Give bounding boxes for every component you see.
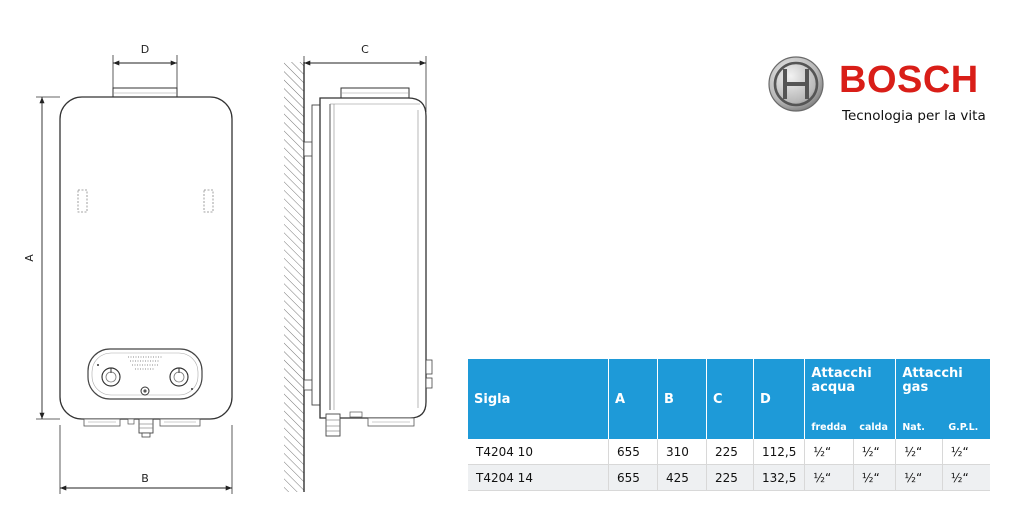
header-water-cold: fredda	[804, 411, 854, 439]
control-panel	[87, 348, 203, 400]
cell-b: 310	[657, 439, 707, 465]
cell-b: 425	[657, 464, 707, 491]
brand-tagline: Tecnologia per la vita	[842, 108, 986, 124]
header-gas-connections: Attacchi gas	[895, 359, 991, 411]
table-row: T4204 10 655 310 225 112,5 ½“ ½“ ½“ ½“	[468, 439, 991, 465]
cell-gas-nat: ½“	[895, 439, 943, 465]
cell-gas-gpl: ½“	[942, 439, 991, 465]
cell-gas-gpl: ½“	[942, 464, 991, 491]
cell-c: 225	[706, 439, 754, 465]
table-row: T4204 14 655 425 225 132,5 ½“ ½“ ½“ ½“	[468, 464, 991, 491]
cell-water-cold: ½“	[804, 439, 854, 465]
header-gas-line1: Attacchi	[902, 366, 963, 381]
wall-hatching	[284, 62, 304, 492]
header-water-line1: Attacchi	[811, 366, 872, 381]
side-bottom-connections	[325, 411, 415, 437]
cell-water-hot: ½“	[853, 439, 897, 465]
cell-gas-nat: ½“	[895, 464, 943, 491]
cell-d: 132,5	[753, 464, 806, 491]
table-header-row: Sigla A B C D Attacchi acqua Attacchi ga…	[468, 359, 991, 439]
brand-name: BOSCH	[839, 59, 979, 101]
dimension-c-label: C	[361, 43, 369, 56]
dimension-b: B	[59, 425, 233, 494]
side-view	[284, 62, 433, 492]
cell-water-cold: ½“	[804, 464, 854, 491]
dimensions-table: Sigla A B C D Attacchi acqua Attacchi ga…	[468, 359, 991, 491]
header-water-line2: acqua	[811, 380, 856, 395]
bottom-connections	[83, 418, 201, 438]
dimension-a: A	[23, 96, 60, 420]
header-a: A	[608, 359, 658, 439]
dimension-a-label: A	[23, 254, 36, 262]
cell-c: 225	[706, 464, 754, 491]
table-subheader-row: fredda calda Nat. G.P.L.	[468, 411, 991, 439]
center-indicator	[140, 386, 150, 396]
header-c: C	[706, 359, 754, 439]
right-knob	[169, 367, 189, 387]
bosch-armature-emblem-icon	[768, 56, 824, 112]
cell-model: T4204 14	[468, 464, 609, 491]
cell-water-hot: ½“	[853, 464, 897, 491]
heater-body-side	[319, 97, 427, 419]
header-b: B	[657, 359, 707, 439]
cell-a: 655	[608, 464, 658, 491]
header-water-connections: Attacchi acqua	[804, 359, 897, 411]
header-gas-gpl: G.P.L.	[942, 411, 991, 439]
dimension-d-label: D	[141, 43, 149, 56]
header-water-hot: calda	[853, 411, 897, 439]
cell-model: T4204 10	[468, 439, 609, 465]
cell-a: 655	[608, 439, 658, 465]
header-model: Sigla	[468, 359, 609, 439]
header-gas-line2: gas	[902, 380, 929, 395]
technical-drawing: D A B	[23, 43, 433, 494]
cell-d: 112,5	[753, 439, 806, 465]
dimension-b-label: B	[141, 472, 149, 485]
header-d: D	[753, 359, 806, 439]
front-view	[59, 87, 233, 438]
dimension-c: C	[303, 43, 427, 112]
left-knob	[101, 367, 121, 387]
dimension-d: D	[112, 43, 178, 88]
bosch-logo: BOSCH Tecnologia per la vita	[760, 56, 1010, 136]
header-gas-nat: Nat.	[895, 411, 943, 439]
